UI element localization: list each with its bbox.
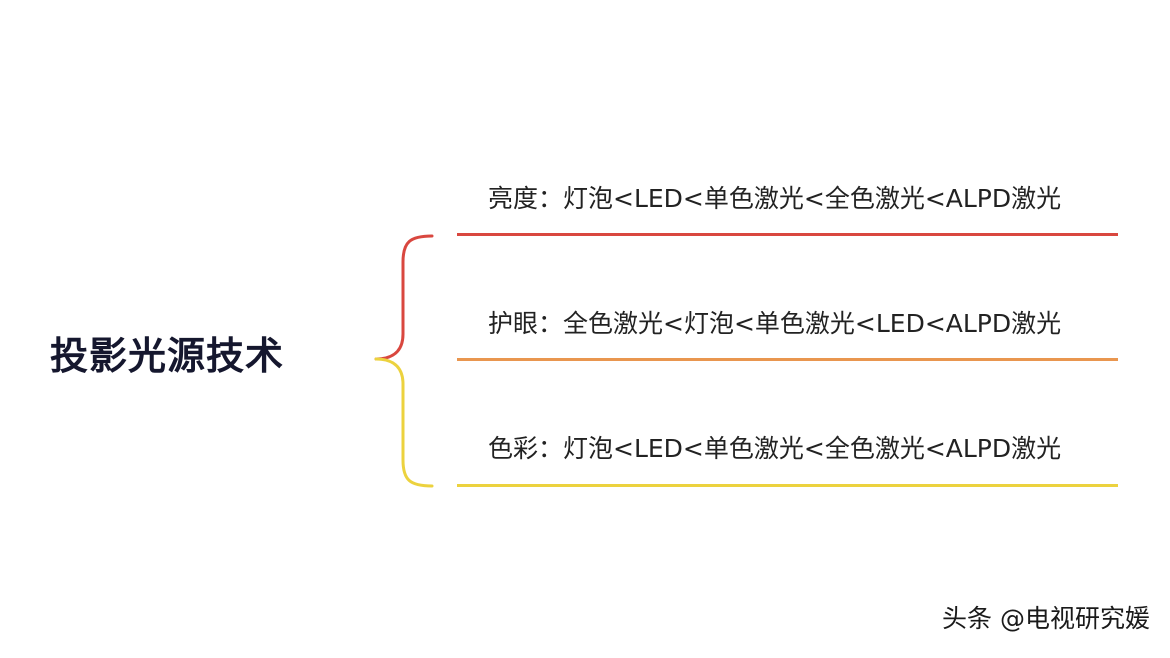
branch-underline-brightness xyxy=(457,233,1118,236)
root-node-title: 投影光源技术 xyxy=(50,334,285,378)
branch-label-color: 色彩：灯泡<LED<单色激光<全色激光<ALPD激光 xyxy=(488,434,1062,463)
watermark-text: 头条 @电视研究媛 xyxy=(942,604,1150,633)
branch-underline-eye-protection xyxy=(457,358,1118,361)
branch-underline-color xyxy=(457,484,1118,487)
brace-upper-half xyxy=(374,234,434,361)
brace-lower-half xyxy=(374,357,434,488)
branch-label-brightness: 亮度：灯泡<LED<单色激光<全色激光<ALPD激光 xyxy=(488,184,1062,213)
branch-label-eye-protection: 护眼：全色激光<灯泡<单色激光<LED<ALPD激光 xyxy=(488,309,1062,338)
